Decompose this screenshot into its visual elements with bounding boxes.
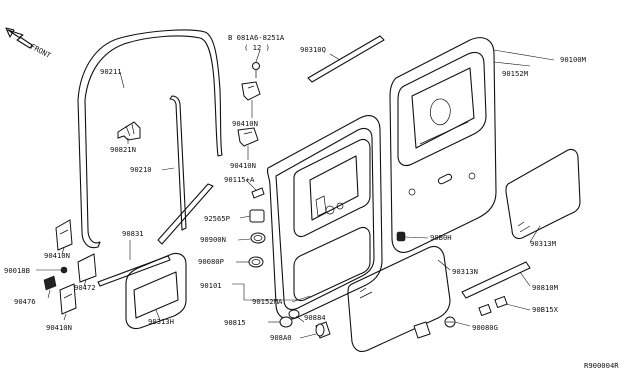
callout-90310q: 90310Q	[300, 45, 326, 54]
glass-90313m	[505, 148, 581, 240]
callout-90100m: 90100M	[560, 55, 587, 64]
seal-90310q	[307, 35, 385, 83]
key-cylinder-908a0	[315, 321, 331, 339]
callout-90410n-left: 90410N	[44, 251, 70, 260]
callout-90815x: 90B15X	[532, 305, 559, 314]
callout-908a0: 908A0	[270, 333, 292, 342]
callout-90210: 90210	[130, 165, 152, 174]
callout-90821n: 90821N	[110, 145, 136, 154]
callout-90410n-top: 90410N	[232, 119, 258, 128]
callout-081a6: B 081A6-8251A	[228, 33, 285, 42]
clip-90080g	[413, 316, 456, 339]
callout-90410n-bottom: 90410N	[46, 323, 72, 332]
callout-90815: 90815	[224, 318, 246, 327]
hinge-90410n-bottom	[59, 283, 77, 315]
callout-90884: 90884	[304, 313, 326, 322]
callout-90101: 90101	[200, 281, 222, 290]
handle-90815	[279, 316, 293, 328]
leader-lines	[36, 49, 555, 339]
callout-90152ma: 90152MA	[252, 297, 283, 306]
callout-90115a: 90115+A	[224, 175, 255, 184]
callout-90410n-mid: 90410N	[230, 161, 256, 170]
callout-90900n: 90900N	[200, 235, 226, 244]
callout-90472: 90472	[74, 283, 96, 292]
hinge-90472	[77, 253, 97, 283]
callout-90313m: 90313M	[530, 239, 557, 248]
callout-90211: 90211	[100, 67, 122, 76]
bolt-90018b	[60, 266, 68, 274]
grommet-90900n	[250, 232, 266, 244]
link-90476	[43, 275, 57, 291]
hinge-90410n-left	[55, 219, 73, 251]
pad-90b15x	[478, 295, 508, 317]
callout-90476: 90476	[14, 297, 36, 306]
trim-panel-90313h	[125, 252, 187, 330]
callout-90152m: 90152M	[502, 69, 529, 78]
door-outer-90100m	[389, 37, 497, 253]
hinge-90410n-mid	[237, 127, 259, 147]
door-panel-90101	[266, 115, 383, 320]
hinge-90821n	[117, 121, 141, 141]
bumper-90b0h	[396, 231, 406, 242]
callout-90b0h: 90B0H	[430, 233, 452, 242]
garnish-90810m	[461, 261, 531, 299]
front-label: FRONT	[29, 42, 53, 60]
clip-90115a	[251, 187, 265, 199]
trim-90831	[97, 255, 171, 287]
bolt-081a6	[252, 62, 260, 78]
callout-90831: 90831	[122, 229, 144, 238]
cap-90884	[288, 309, 300, 319]
grommet-90080p	[248, 256, 264, 268]
callout-92565p: 92565P	[204, 214, 230, 223]
callout-081a6-qty: ( 12 )	[244, 43, 270, 52]
weatherstrip-90211	[77, 29, 223, 249]
callout-90313h: 90313H	[148, 317, 174, 326]
callout-90810m: 90810M	[532, 283, 559, 292]
callout-90313n: 90313N	[452, 267, 478, 276]
weatherstrip-90210	[157, 95, 214, 245]
glass-90313n	[347, 245, 451, 353]
front-arrow-icon	[5, 27, 33, 49]
plug-92565p	[249, 209, 265, 223]
reference-code: R900004R	[584, 361, 619, 370]
hinge-90410n-upper	[241, 81, 261, 101]
callout-90080g: 90080G	[472, 323, 498, 332]
callout-90018b: 90018B	[4, 266, 30, 275]
callout-90080p: 90080P	[198, 257, 224, 266]
